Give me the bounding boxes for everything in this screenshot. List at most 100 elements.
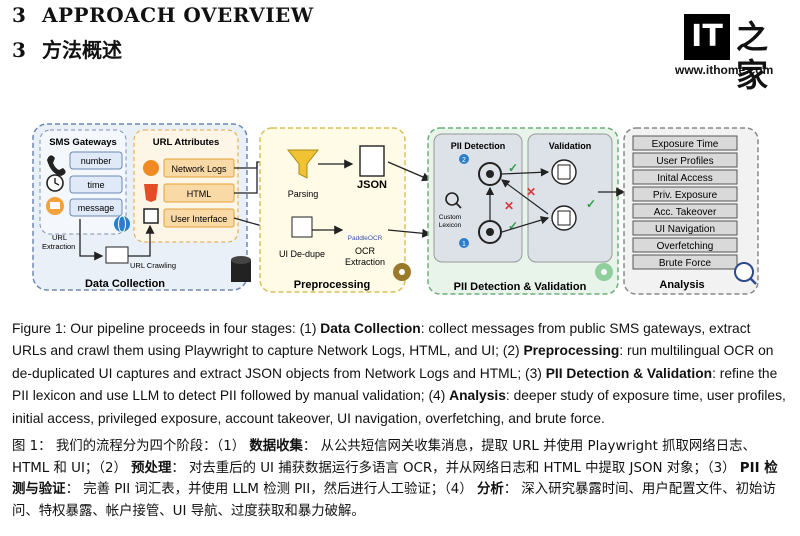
badge-number: 1: [462, 241, 466, 248]
sms-item: message: [78, 203, 115, 213]
section-title-zh: 方法概述: [42, 38, 122, 62]
figure-caption-en: Figure 1: Our pipeline proceeds in four …: [12, 318, 788, 430]
globe-icon: [114, 215, 130, 233]
ocr-label: Extraction: [345, 257, 385, 267]
lexicon-label: Lexicon: [439, 222, 462, 229]
stage-title: PII Detection & Validation: [454, 281, 587, 293]
logo-zh-text: 之家: [736, 18, 769, 94]
search-icon: [445, 192, 462, 209]
clock-icon: [46, 174, 64, 192]
check-icon: ✓: [508, 219, 518, 233]
analysis-item: Overfetching: [657, 241, 714, 252]
pii-detection-title: PII Detection: [451, 141, 506, 151]
caption-stage: Data Collection: [320, 321, 421, 336]
stage-title: Preprocessing: [294, 279, 370, 291]
caption-stage: Preprocessing: [523, 343, 620, 359]
ithome-logo: IT 之家: [684, 14, 780, 94]
phone-icon: [47, 155, 66, 176]
analysis-item-box: [632, 220, 738, 236]
section-number: 3: [12, 3, 27, 27]
gear-icon: [393, 263, 411, 281]
url-attribute-item: HTML: [187, 189, 212, 199]
stage-data-collection: SMS Gateways number time message URL Att…: [32, 123, 251, 291]
caption-text: ： 对去重后的 UI 捕获数据运行多语言 OCR，并从网络日志和 HTML 中提…: [171, 460, 740, 476]
caption-text: : deeper study of exposure time, user pr…: [12, 388, 786, 426]
caption-text: : run multilingual OCR on de-duplicated …: [12, 343, 774, 381]
sms-item: number: [81, 156, 112, 166]
url-crawling-label: URL Crawling: [130, 261, 176, 270]
caption-text: ： 完善 PII 词汇表，并使用 LLM 检测 PII，然后进行人工验证；（4）: [65, 482, 477, 498]
filter-icon: [286, 149, 320, 179]
magnifier-icon: [734, 262, 757, 285]
caption-stage: 分析: [476, 482, 504, 498]
caption-text: ： 深入研究暴露时间、用户配置文件、初始访问、特权暴露、帐户接管、UI 导航、过…: [12, 482, 776, 519]
lexicon-label: Custom: [439, 214, 461, 221]
analysis-item-box: [632, 254, 738, 270]
caption-stage: 数据收集: [249, 439, 303, 454]
analysis-item: Brute Force: [659, 258, 712, 269]
ui-icon: [143, 208, 159, 224]
caption-stage: 预处理: [131, 460, 172, 476]
url-attributes-title: URL Attributes: [153, 137, 220, 148]
analysis-item: Inital Access: [657, 173, 713, 184]
badge-number: 2: [462, 157, 466, 164]
paddleocr-label: PaddleOCR: [348, 235, 383, 242]
url-attribute-item: Network Logs: [171, 164, 227, 174]
caption-text: : collect messages from public SMS gatew…: [12, 321, 751, 359]
cross-icon: ✕: [526, 185, 536, 199]
analysis-item-box: [632, 203, 738, 219]
stage-pii: PII Detection Validation 2 Custom Lexico…: [427, 127, 619, 295]
analysis-item: User Profiles: [656, 156, 713, 167]
caption-text: : refine the PII lexicon and use LLM to …: [12, 365, 778, 404]
settings-icon: [595, 263, 613, 281]
validation-title: Validation: [549, 141, 592, 151]
analysis-item-box: [632, 135, 738, 151]
file-icon: [359, 145, 385, 177]
json-label: JSON: [357, 179, 387, 191]
check-icon: ✓: [586, 197, 596, 211]
analysis-item: Acc. Takeover: [654, 207, 717, 218]
dedupe-label: UI De-dupe: [279, 249, 325, 259]
parsing-label: Parsing: [288, 189, 319, 199]
database-icon: [231, 256, 251, 282]
ocr-label: OCR: [355, 246, 376, 256]
logo-url: www.ithome.com: [675, 63, 774, 77]
url-extraction-label: Extraction: [42, 242, 75, 251]
clipboard-icon: [551, 205, 577, 231]
network-icon: [143, 160, 159, 176]
cross-icon: ✕: [504, 199, 514, 213]
caption-stage: PII 检测与验证: [12, 460, 778, 498]
analysis-item-box: [632, 169, 738, 185]
analysis-item: Exposure Time: [652, 139, 719, 150]
sms-item: time: [87, 180, 104, 190]
clipboard-icon: [551, 159, 577, 185]
logo-it-block: IT: [684, 14, 730, 60]
caption-text: Figure 1: Our pipeline proceeds in four …: [12, 321, 321, 336]
pipeline-diagram: SMS Gateways number time message URL Att…: [32, 123, 759, 295]
analysis-item-box: [632, 186, 738, 202]
analysis-item-box: [632, 237, 738, 253]
caption-stage: PII Detection & Validation: [545, 365, 713, 381]
url-attribute-item: User Interface: [171, 214, 228, 224]
analysis-item-box: [632, 152, 738, 168]
caption-stage: Analysis: [449, 388, 506, 404]
stage-title: Analysis: [659, 279, 704, 291]
document-icon: [105, 246, 129, 264]
qr-icon: [291, 216, 313, 238]
stage-preprocessing: Parsing JSON UI De-dupe PaddleOCR OCR Ex…: [259, 127, 411, 293]
sms-gateways-title: SMS Gateways: [49, 137, 117, 148]
url-extraction-label: URL: [52, 233, 67, 242]
html5-icon: [144, 184, 158, 202]
section-heading-zh: 3 方法概述: [12, 34, 122, 63]
badge-icon: [459, 154, 469, 164]
caption-text: 图 1： 我们的流程分为四个阶段：（1）: [12, 439, 250, 454]
analysis-item: Priv. Exposure: [653, 190, 718, 201]
message-icon: [46, 197, 64, 215]
badge-icon: [459, 238, 469, 248]
stage-title: Data Collection: [85, 278, 165, 290]
section-number-zh: 3: [12, 38, 26, 62]
check-icon: ✓: [508, 161, 518, 175]
llm-icon: [478, 162, 502, 186]
